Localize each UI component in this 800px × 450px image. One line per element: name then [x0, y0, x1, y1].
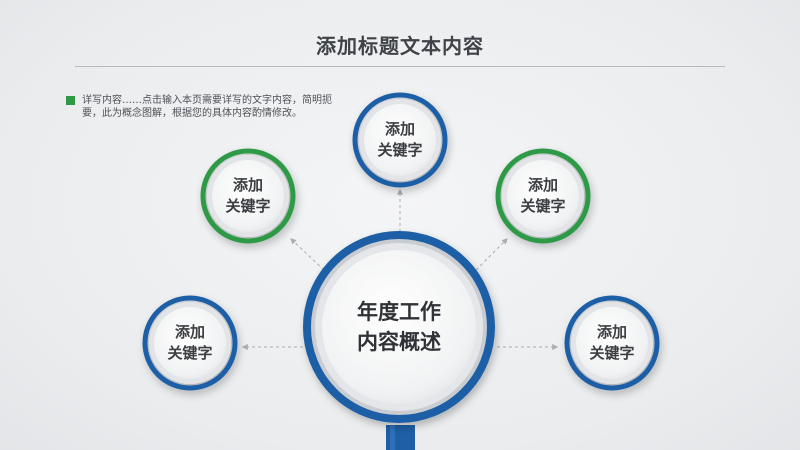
keyword-line2: 关键字	[225, 197, 271, 215]
keyword-line1: 添加	[596, 323, 628, 341]
connector-upper-left	[290, 238, 325, 271]
green-bullet-icon	[66, 96, 75, 105]
title-divider	[75, 66, 725, 67]
slide-title: 添加标题文本内容	[316, 34, 484, 58]
center-node	[303, 231, 495, 423]
keyword-line2: 关键字	[377, 141, 423, 159]
keyword-node-right	[564, 295, 660, 391]
keyword-line2: 关键字	[589, 344, 635, 362]
center-label-line1: 年度工作	[357, 300, 441, 324]
description-text: 详写内容……点击输入本页需要详写的文字内容，简明扼要，此为概念图解，根据您的具体…	[82, 95, 332, 119]
keyword-line2: 关键字	[167, 344, 213, 362]
keyword-line1: 添加	[232, 176, 264, 194]
keyword-node-upper-right	[495, 148, 591, 244]
description-note: 详写内容……点击输入本页需要详写的文字内容，简明扼要，此为概念图解，根据您的具体…	[66, 94, 336, 120]
keyword-label-left: 添加 关键字	[167, 322, 212, 364]
keyword-line1: 添加	[174, 323, 206, 341]
keyword-label-upper-right: 添加 关键字	[520, 175, 565, 217]
keyword-line1: 添加	[527, 176, 559, 194]
keyword-line1: 添加	[384, 120, 416, 138]
keyword-label-top: 添加 关键字	[377, 119, 422, 161]
connector-upper-right	[475, 238, 508, 271]
keyword-label-right: 添加 关键字	[589, 322, 634, 364]
center-handle-highlight	[390, 425, 395, 450]
keyword-line2: 关键字	[520, 197, 566, 215]
keyword-label-upper-left: 添加 关键字	[225, 175, 270, 217]
keyword-node-top	[352, 92, 448, 188]
center-label-line2: 内容概述	[357, 330, 441, 354]
keyword-node-left	[142, 295, 238, 391]
center-node-label: 年度工作 内容概述	[357, 297, 441, 357]
keyword-node-upper-left	[200, 148, 296, 244]
